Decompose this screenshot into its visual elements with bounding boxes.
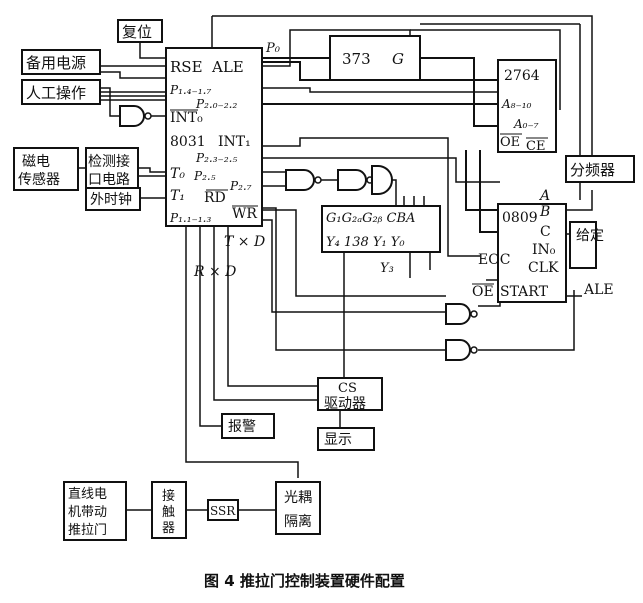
ext-clock-block: 外时钟: [85, 187, 141, 211]
cpu-p23: P₂.₃₋₂.₅: [195, 151, 237, 165]
cpu-p20: P₂.₀₋₂.₂: [195, 97, 237, 111]
txd-label: T × D: [224, 234, 265, 250]
contactor-label-2: 触: [162, 505, 175, 520]
cpu-p14: P₁.₄₋₁.₇: [169, 83, 211, 97]
contactor-block: 接 触 器: [151, 481, 187, 539]
wires: [78, 15, 593, 511]
detect-label-2: 口电路: [88, 172, 130, 188]
adc-eoc: EOC: [478, 252, 510, 268]
reset-label: 复位: [122, 23, 152, 41]
decoder-bottom: Y₄ 138 Y₁ Y₀: [326, 235, 405, 250]
cpu-p25: P₂.₅: [193, 169, 216, 183]
int0-gate: [119, 105, 152, 127]
latch-373: 373 G: [329, 35, 421, 81]
fixed-block: 给定: [569, 221, 604, 269]
backup-power-label: 备用电源: [26, 54, 86, 72]
detect-label-1: 检测接: [88, 153, 130, 170]
decoder-top: G₁G₂ₐG₂ᵦ CBA: [326, 211, 415, 226]
sensor-label-2: 传感器: [18, 171, 60, 188]
adc-0809: 0809 A B C IN₀ EOC CLK OE START ALE: [472, 188, 614, 303]
detect-block: 检测接 口电路: [85, 147, 139, 191]
eprom-a810: A₈₋₁₀: [501, 97, 532, 111]
cpu-ale: ALE: [211, 58, 244, 76]
adc-a: A: [538, 188, 550, 204]
latch-g-label: G: [392, 50, 404, 68]
cpu-t1: T₁: [170, 188, 185, 204]
driver-block: CS 驱动器: [317, 377, 383, 412]
manual-label: 人工操作: [26, 84, 86, 102]
adc-start: START: [500, 284, 549, 300]
cpu-p27: P₂.₇: [229, 179, 252, 193]
eprom-oe: OE: [500, 135, 520, 150]
contactor-label-3: 器: [162, 521, 175, 536]
adc-label: 0809: [502, 210, 538, 226]
eprom-2764: 2764 A₈₋₁₀ A₀₋₇ OE CE: [497, 59, 557, 154]
cpu-rd: RD: [204, 190, 226, 206]
sensor-label-1: 磁电: [22, 154, 50, 170]
gate-b: [337, 169, 374, 191]
ext-clock-label: 外时钟: [90, 191, 132, 208]
adc-in: IN₀: [532, 242, 556, 258]
opto-label-1: 光耦: [284, 490, 312, 506]
adc-oe: OE: [472, 284, 494, 300]
manual-block: 人工操作: [21, 79, 101, 105]
backup-power-block: 备用电源: [21, 49, 101, 75]
cpu-box: [165, 47, 263, 227]
gate-a: [285, 169, 322, 191]
motor-block: 直线电 机带动 推拉门: [63, 481, 127, 541]
gate-d: [445, 303, 478, 325]
contactor-label-1: 接: [162, 488, 175, 504]
driver-cs: CS: [338, 381, 357, 396]
display-label: 显示: [324, 432, 352, 448]
adc-c: C: [540, 224, 551, 240]
rxd-label: R × D: [193, 264, 236, 280]
divider-block: 分频器: [565, 155, 635, 183]
eprom-ce: CE: [526, 139, 545, 154]
cpu-t0: T₀: [170, 166, 185, 182]
ssr-block: SSR: [207, 499, 239, 521]
sensor-block: 磁电 传感器: [13, 147, 79, 191]
cpu-p11: P₁.₁₋₁.₃: [169, 211, 211, 225]
cpu-wr: WR: [232, 206, 257, 222]
opto-block: 光耦 隔离: [275, 481, 321, 535]
eprom-a07: A₀₋₇: [513, 117, 539, 131]
cpu-p0: P₀: [265, 41, 281, 56]
adc-b: B: [539, 204, 550, 220]
motor-label-3: 推拉门: [68, 523, 107, 538]
driver-label: 驱动器: [324, 396, 366, 412]
motor-label-2: 机带动: [68, 505, 107, 520]
cpu-int0: INT₀: [170, 110, 203, 126]
fixed-label-1: 给定: [576, 228, 604, 244]
decoder-y3: Y₃: [380, 261, 394, 276]
reset-block: 复位: [117, 19, 163, 43]
gate-c: [371, 165, 393, 195]
cpu-rse: RSE: [170, 58, 203, 76]
latch-373-label: 373: [342, 50, 371, 68]
opto-label-2: 隔离: [284, 513, 312, 530]
decoder-138: G₁G₂ₐG₂ᵦ CBA Y₄ 138 Y₁ Y₀ Y₃: [321, 205, 441, 276]
motor-label-1: 直线电: [68, 487, 107, 502]
cpu-int1: INT₁: [218, 134, 251, 150]
divider-label: 分频器: [570, 161, 615, 179]
cpu-8031: RSE ALE P₀ P₁.₄₋₁.₇ P₂.₀₋₂.₂ INT₀ 8031 I…: [165, 41, 281, 227]
adc-clk: CLK: [528, 260, 559, 276]
adc-ale: ALE: [583, 282, 614, 298]
display-block: 显示: [317, 427, 375, 451]
ssr-label: SSR: [210, 504, 236, 518]
alarm-label: 报警: [228, 419, 256, 435]
cpu-model: 8031: [170, 134, 206, 150]
gate-e: [445, 339, 478, 361]
alarm-block: 报警: [221, 413, 275, 439]
figure-caption: 图 4 推拉门控制装置硬件配置: [204, 572, 405, 590]
eprom-label: 2764: [504, 68, 540, 84]
